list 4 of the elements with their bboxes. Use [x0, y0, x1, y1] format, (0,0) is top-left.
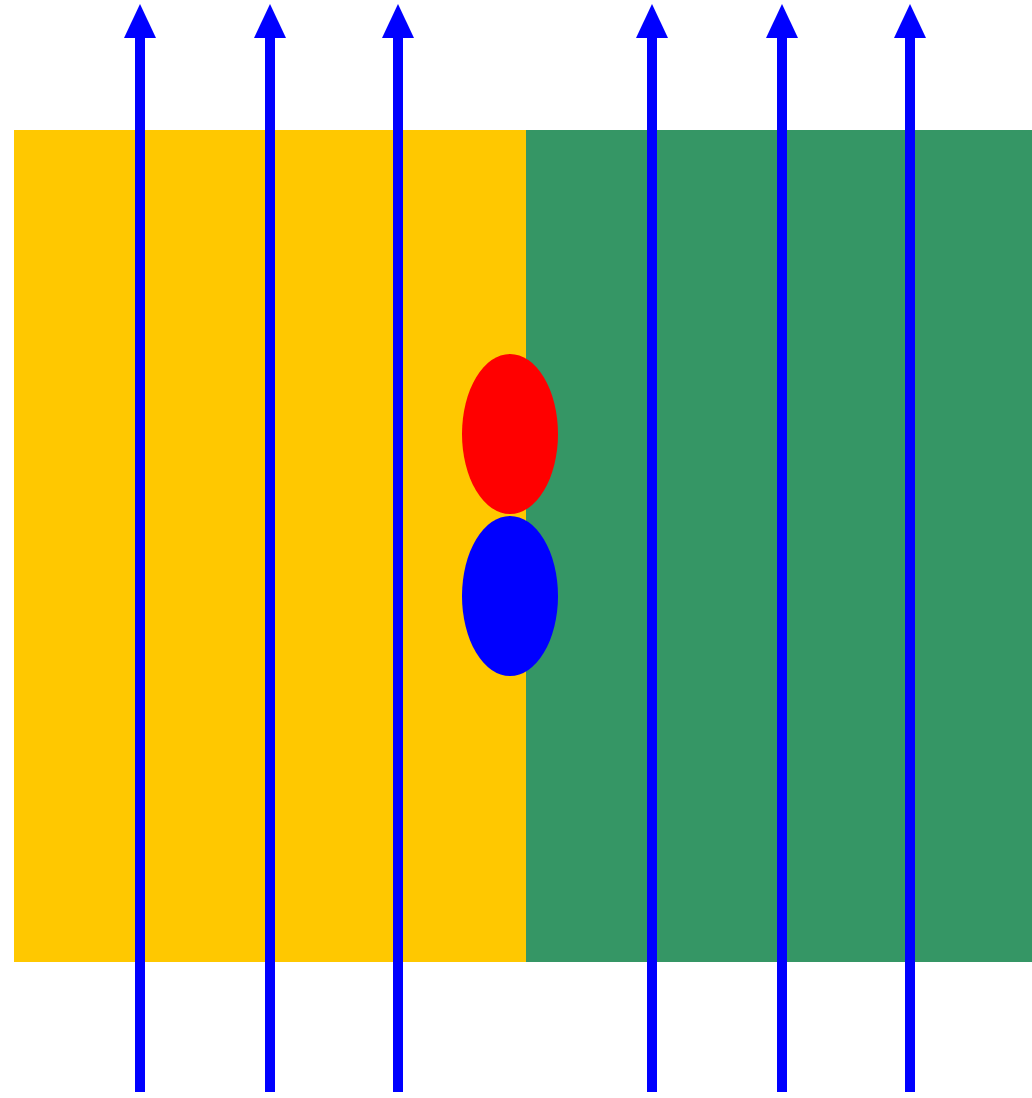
region-block	[526, 130, 1032, 962]
particle-ellipse	[462, 516, 558, 676]
region-block	[14, 130, 526, 962]
particle-ellipse	[462, 354, 558, 514]
